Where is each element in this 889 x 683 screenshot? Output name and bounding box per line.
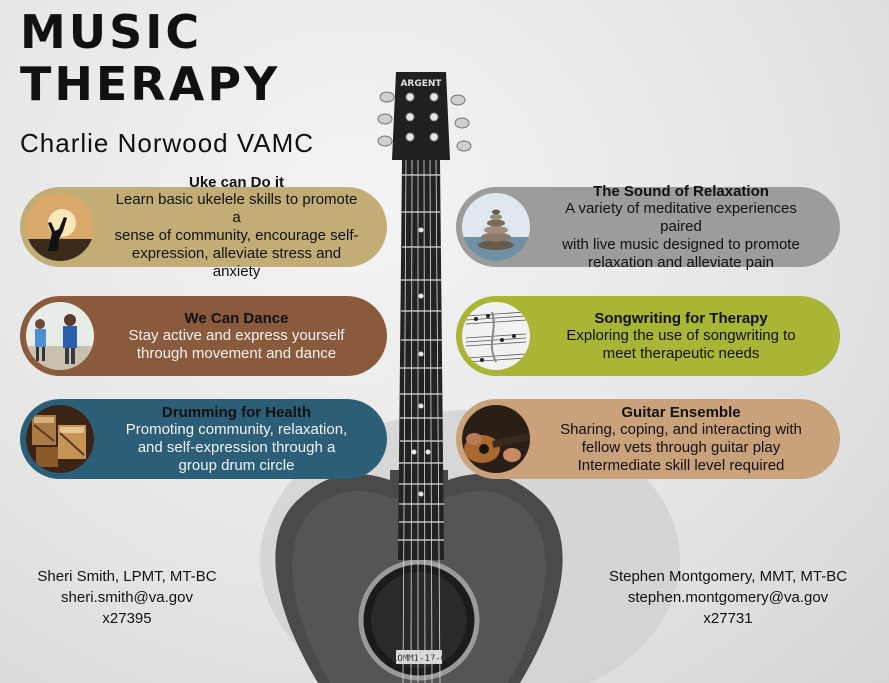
program-desc-line: with live music designed to promote — [562, 235, 800, 253]
contact-email[interactable]: stephen.montgomery@va.gov — [627, 589, 829, 606]
contact-name: Stephen Montgomery, MMT, MT-BC — [608, 568, 848, 585]
program-desc-line: Intermediate skill level required — [577, 456, 785, 474]
stacked-stones-icon — [462, 193, 530, 261]
program-card-drumming: Drumming for Health Promoting community,… — [20, 399, 387, 479]
drums-icon — [26, 405, 94, 473]
ukulele-silhouette-icon — [26, 193, 94, 261]
program-desc-line: Exploring the use of songwriting to — [566, 326, 796, 344]
program-desc-line: Stay active and express yourself — [128, 326, 345, 344]
contact-right: Stephen Montgomery, MMT, MT-BC stephen.m… — [592, 566, 864, 629]
program-desc-line: Promoting community, relaxation, — [125, 420, 348, 438]
program-desc-line: A variety of meditative experiences pair… — [565, 199, 797, 235]
program-desc-line: group drum circle — [178, 456, 295, 474]
contact-extension: x27395 — [102, 610, 152, 627]
program-desc-line: expression, alleviate stress and anxiety — [131, 244, 342, 280]
program-title: The Sound of Relaxation — [593, 182, 769, 200]
program-title: We Can Dance — [184, 309, 289, 327]
program-desc-line: Sharing, coping, and interacting with — [560, 420, 802, 438]
title-line-1: MUSIC — [20, 5, 203, 59]
program-card-guitar-ensemble: Guitar Ensemble Sharing, coping, and int… — [456, 399, 840, 479]
program-title: Songwriting for Therapy — [594, 309, 768, 327]
headstock-brand: ARGENT — [400, 79, 442, 89]
guitar-hands-icon — [462, 405, 530, 473]
program-card-relaxation: The Sound of Relaxation A variety of med… — [456, 183, 840, 271]
program-title: Guitar Ensemble — [621, 403, 741, 421]
program-title: Uke can Do it — [188, 173, 285, 191]
program-desc-line: sense of community, encourage self- — [114, 226, 359, 244]
program-card-songwriting: Songwriting for Therapy Exploring the us… — [456, 296, 840, 376]
contact-extension: x27731 — [703, 610, 753, 627]
program-desc-line: meet therapeutic needs — [602, 344, 760, 362]
contact-name: Sheri Smith, LPMT, MT-BC — [37, 568, 217, 585]
program-card-uke: Uke can Do it Learn basic ukelele skills… — [20, 174, 387, 280]
program-desc-line: fellow vets through guitar play — [581, 438, 781, 456]
program-desc-line: and self-expression through a — [137, 438, 336, 456]
contact-left: Sheri Smith, LPMT, MT-BC sheri.smith@va.… — [14, 566, 240, 629]
program-card-dance: We Can Dance Stay active and express you… — [20, 296, 387, 376]
sheet-music-icon — [462, 302, 530, 370]
page-subtitle: Charlie Norwood VAMC — [20, 128, 315, 158]
program-desc-line: relaxation and alleviate pain — [588, 253, 774, 271]
page-title: MUSIC THERAPY — [20, 6, 280, 110]
dancers-icon — [26, 302, 94, 370]
program-desc-line: Learn basic ukelele skills to promote a — [115, 190, 358, 226]
title-line-2: THERAPY — [20, 57, 281, 111]
program-title: Drumming for Health — [161, 403, 312, 421]
program-desc-line: through movement and dance — [136, 344, 337, 362]
contact-email[interactable]: sheri.smith@va.gov — [61, 589, 193, 606]
soundhole-label: LOMM1-17-0 — [392, 654, 446, 664]
